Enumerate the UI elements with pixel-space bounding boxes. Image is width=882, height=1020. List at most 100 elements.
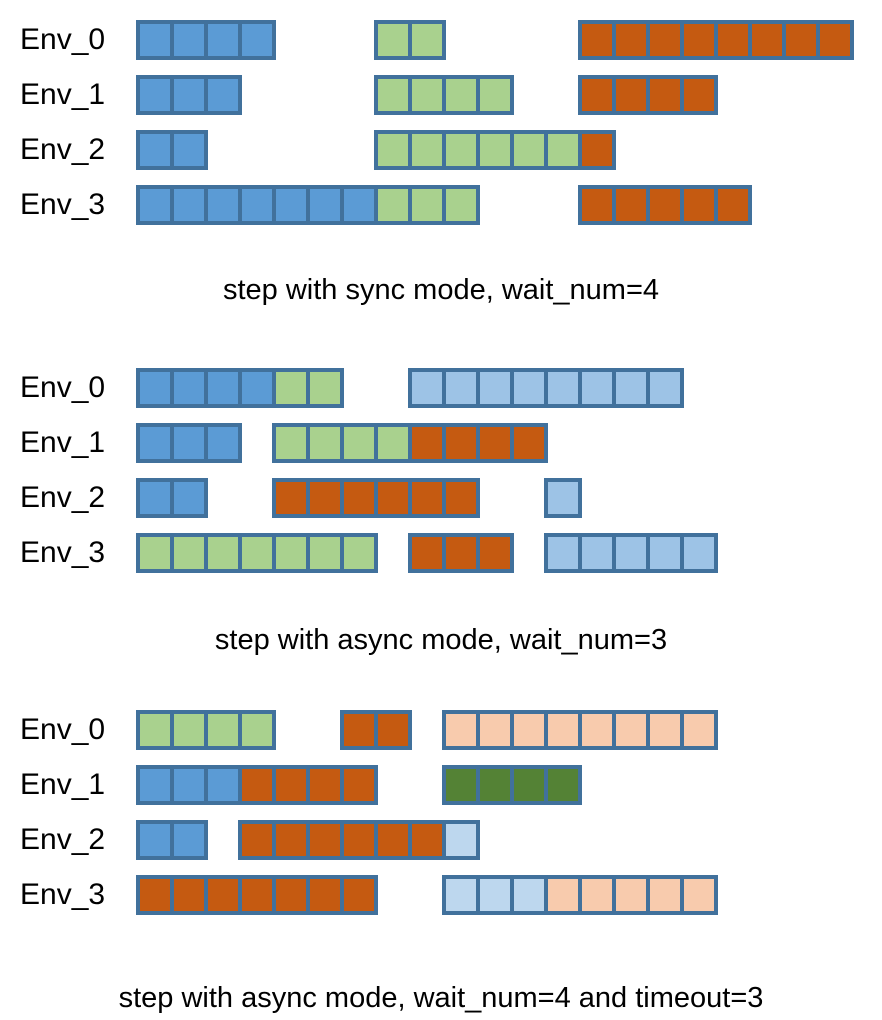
env-label: Env_3 xyxy=(20,878,106,911)
step-block xyxy=(136,20,276,60)
step-block xyxy=(136,130,208,170)
step-block xyxy=(374,20,446,60)
step-cell-orange xyxy=(684,79,714,111)
step-block xyxy=(442,875,718,915)
env-row: Env_0 xyxy=(0,368,882,408)
step-cell-blue xyxy=(174,189,204,221)
step-cell-green xyxy=(174,714,204,746)
step-cell-orange xyxy=(412,537,442,569)
step-cell-orange xyxy=(310,769,340,801)
step-cell-paleblue xyxy=(446,879,476,911)
step-cell-green xyxy=(276,427,306,459)
step-cell-blue xyxy=(208,24,238,56)
step-block xyxy=(238,820,480,860)
step-block xyxy=(544,533,718,573)
step-cell-orange xyxy=(820,24,850,56)
env-label: Env_1 xyxy=(20,768,106,801)
step-cell-green xyxy=(310,372,340,404)
env-row: Env_3 xyxy=(0,533,882,573)
step-cell-green xyxy=(208,714,238,746)
step-cell-green xyxy=(276,372,306,404)
step-cell-paleorange xyxy=(514,714,544,746)
step-cell-orange xyxy=(242,824,272,856)
step-cell-blue xyxy=(242,189,272,221)
step-cell-blue xyxy=(208,189,238,221)
step-cell-paleorange xyxy=(480,714,510,746)
step-cell-orange xyxy=(344,879,374,911)
step-cell-lightblue xyxy=(684,537,714,569)
step-cell-orange xyxy=(208,879,238,911)
step-cell-orange xyxy=(140,879,170,911)
step-cell-orange xyxy=(684,24,714,56)
step-cell-orange xyxy=(582,24,612,56)
step-cell-darkgreen xyxy=(446,769,476,801)
step-cell-darkgreen xyxy=(514,769,544,801)
step-cell-lightblue xyxy=(582,537,612,569)
step-cell-paleorange xyxy=(548,879,578,911)
step-cell-blue xyxy=(276,189,306,221)
step-cell-orange xyxy=(378,824,408,856)
step-cell-lightblue xyxy=(616,372,646,404)
env-row: Env_3 xyxy=(0,185,882,225)
step-cell-blue xyxy=(174,372,204,404)
step-cell-blue xyxy=(140,769,170,801)
step-cell-blue xyxy=(140,372,170,404)
step-cell-lightblue xyxy=(480,372,510,404)
step-cell-green xyxy=(242,714,272,746)
step-block xyxy=(578,20,854,60)
step-cell-blue xyxy=(310,189,340,221)
step-block xyxy=(272,423,548,463)
step-block xyxy=(408,368,684,408)
step-cell-green xyxy=(378,189,408,221)
step-cell-green xyxy=(548,134,578,166)
env-row: Env_1 xyxy=(0,423,882,463)
step-cell-paleorange xyxy=(582,879,612,911)
step-block xyxy=(578,75,718,115)
step-cell-paleorange xyxy=(684,879,714,911)
step-block xyxy=(136,368,344,408)
env-row: Env_2 xyxy=(0,130,882,170)
step-cell-paleorange xyxy=(616,879,646,911)
step-cell-paleorange xyxy=(684,714,714,746)
step-cell-blue xyxy=(174,769,204,801)
step-cell-green xyxy=(446,79,476,111)
step-cell-blue xyxy=(242,372,272,404)
step-cell-lightblue xyxy=(650,537,680,569)
step-cell-green xyxy=(378,134,408,166)
step-block xyxy=(136,820,208,860)
step-cell-orange xyxy=(344,714,374,746)
step-block xyxy=(136,765,378,805)
step-cell-paleorange xyxy=(548,714,578,746)
step-cell-orange xyxy=(752,24,782,56)
step-cell-orange xyxy=(378,714,408,746)
step-cell-orange xyxy=(786,24,816,56)
step-cell-blue xyxy=(174,134,204,166)
step-cell-orange xyxy=(412,427,442,459)
step-cell-green xyxy=(276,537,306,569)
step-cell-blue xyxy=(208,769,238,801)
step-cell-orange xyxy=(446,482,476,514)
step-block xyxy=(544,478,582,518)
step-cell-green xyxy=(378,24,408,56)
step-cell-orange xyxy=(616,79,646,111)
step-block xyxy=(340,710,412,750)
env-row: Env_0 xyxy=(0,20,882,60)
step-cell-lightblue xyxy=(548,537,578,569)
step-cell-green xyxy=(412,189,442,221)
step-cell-orange xyxy=(310,824,340,856)
step-block xyxy=(136,710,276,750)
step-cell-paleorange xyxy=(650,714,680,746)
step-cell-lightblue xyxy=(548,482,578,514)
step-block xyxy=(374,75,514,115)
step-block xyxy=(374,130,616,170)
step-block xyxy=(136,875,378,915)
step-cell-paleorange xyxy=(650,879,680,911)
step-cell-blue xyxy=(208,79,238,111)
step-cell-blue xyxy=(174,427,204,459)
env-label: Env_2 xyxy=(20,823,106,856)
step-cell-orange xyxy=(582,134,612,166)
step-cell-paleorange xyxy=(582,714,612,746)
step-cell-orange xyxy=(718,189,748,221)
step-cell-blue xyxy=(140,427,170,459)
env-label: Env_0 xyxy=(20,371,106,404)
